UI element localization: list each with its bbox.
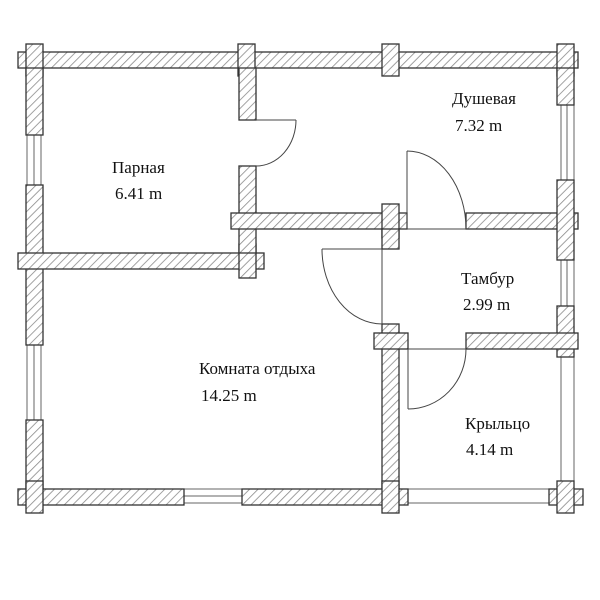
wall-vestibule-bottom-2: [465, 332, 579, 350]
window-left-lower: [26, 345, 42, 420]
porch-post-v: [556, 480, 575, 514]
wall-bottom-log-end-left: [25, 480, 44, 514]
window-right-shower: [560, 105, 575, 180]
wall-shower-bottom-1: [230, 212, 408, 230]
room-area-rest: 14.25 m: [201, 386, 257, 405]
room-name-vestibule: Тамбур: [461, 269, 514, 288]
door-shower: [406, 150, 467, 230]
wall-top: [17, 51, 579, 69]
wall-right-2: [556, 179, 575, 261]
room-name-rest: Комната отдыха: [199, 359, 316, 378]
walls: [17, 43, 584, 514]
window-right-vestibule: [560, 260, 575, 306]
wall-steam-rest: [17, 252, 265, 270]
wall-steam-shower-2: [238, 165, 257, 254]
room-labels: Парная 6.41 m Душевая 7.32 m Тамбур 2.99…: [112, 89, 530, 459]
room-area-porch: 4.14 m: [466, 440, 513, 459]
door-porch: [407, 348, 467, 410]
doors: [255, 119, 467, 410]
room-name-porch: Крыльцо: [465, 414, 530, 433]
door-vestibule: [321, 248, 383, 325]
room-area-steam: 6.41 m: [115, 184, 162, 203]
wall-left-1: [25, 67, 44, 136]
wall-top-log-end-2: [381, 43, 400, 77]
windows: [26, 105, 575, 504]
wall-bottom-1: [17, 488, 185, 506]
wall-bottom-2: [241, 488, 409, 506]
room-area-vestibule: 2.99 m: [463, 295, 510, 314]
wall-steam-shower-1: [238, 67, 257, 121]
wall-bottom-log-end-mid: [381, 480, 400, 514]
window-left-upper: [26, 135, 42, 185]
wall-right-1: [556, 67, 575, 106]
room-name-steam: Парная: [112, 158, 165, 177]
wall-vestibule-bottom-1: [373, 332, 409, 350]
room-name-shower: Душевая: [452, 89, 516, 108]
door-steam: [255, 119, 297, 167]
wall-rest-vestibule: [381, 228, 400, 250]
window-bottom: [184, 488, 242, 504]
room-area-shower: 7.32 m: [455, 116, 502, 135]
porch-open-edge-bottom: [400, 488, 553, 504]
porch-open-edge-right: [560, 357, 575, 484]
